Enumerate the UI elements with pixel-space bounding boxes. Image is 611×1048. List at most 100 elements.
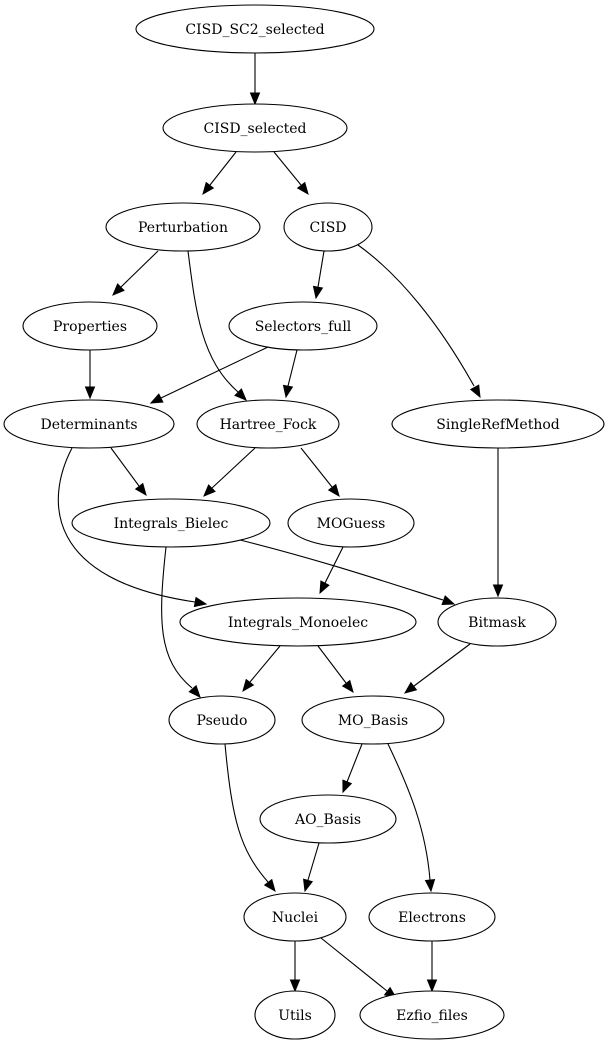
node-utils[interactable]: Utils xyxy=(254,990,336,1040)
node-label-electrons: Electrons xyxy=(398,910,466,926)
node-label-integrals-bielec: Integrals_Bielec xyxy=(114,516,229,532)
edge-line xyxy=(110,447,140,487)
edge-line xyxy=(307,842,320,881)
edge-integrals-bielec-to-bitmask xyxy=(239,539,456,606)
edge-line xyxy=(211,447,256,489)
arrowhead xyxy=(469,384,481,399)
edge-line xyxy=(224,743,269,883)
arrowhead xyxy=(112,283,125,296)
node-cisd-selected[interactable]: CISD_selected xyxy=(162,103,348,153)
edge-singlerefmethod-to-bitmask xyxy=(492,448,504,598)
edge-moguess-to-integrals-monoelec xyxy=(319,546,344,595)
edge-nuclei-to-utils xyxy=(289,941,301,993)
edge-line xyxy=(346,743,363,783)
edge-cisd-sc2-selected-to-cisd-selected xyxy=(249,53,261,106)
edge-line xyxy=(120,250,159,288)
edge-line xyxy=(413,643,471,687)
edge-hartree-fock-to-moguess xyxy=(300,447,340,498)
node-pseudo[interactable]: Pseudo xyxy=(168,695,276,745)
edge-line xyxy=(239,539,444,601)
edge-cisd-selected-to-perturbation xyxy=(202,151,237,196)
edge-selectors-full-to-hartree-fock xyxy=(282,349,298,399)
node-label-moguess: MOGuess xyxy=(317,516,386,532)
edge-mo-basis-to-ao-basis xyxy=(342,743,363,794)
node-singlerefmethod[interactable]: SingleRefMethod xyxy=(391,399,605,449)
node-determinants[interactable]: Determinants xyxy=(3,399,175,449)
node-label-nuclei: Nuclei xyxy=(272,910,319,926)
edge-nuclei-to-ezfio-files xyxy=(320,937,398,999)
edge-line xyxy=(249,645,281,683)
node-cisd-sc2-selected[interactable]: CISD_SC2_selected xyxy=(135,4,375,54)
arrowhead xyxy=(203,484,216,497)
arrowhead xyxy=(296,181,309,196)
arrowhead xyxy=(403,681,418,694)
edge-bitmask-to-mo-basis xyxy=(403,643,471,694)
node-nuclei[interactable]: Nuclei xyxy=(243,892,347,942)
node-label-pseudo: Pseudo xyxy=(197,713,248,729)
arrowhead xyxy=(289,979,301,993)
arrowhead xyxy=(441,595,456,606)
node-cisd[interactable]: CISD xyxy=(283,202,373,252)
arrowhead xyxy=(319,580,330,595)
arrowhead xyxy=(242,678,255,693)
arrowhead xyxy=(234,388,247,401)
edge-integrals-monoelec-to-pseudo xyxy=(242,645,281,693)
edge-determinants-to-integrals-monoelec xyxy=(57,447,208,608)
edge-cisd-to-singlerefmethod xyxy=(357,244,481,399)
arrowhead xyxy=(492,584,504,598)
edge-line xyxy=(287,349,298,387)
node-hartree-fock[interactable]: Hartree_Fock xyxy=(196,399,340,449)
arrowhead xyxy=(263,878,276,893)
node-electrons[interactable]: Electrons xyxy=(368,892,496,942)
edge-line xyxy=(387,743,431,881)
arrowhead xyxy=(202,181,215,196)
node-integrals-bielec[interactable]: Integrals_Bielec xyxy=(71,498,271,548)
arrowhead xyxy=(249,92,261,106)
arrowhead xyxy=(84,386,96,400)
edge-cisd-selected-to-cisd xyxy=(273,151,309,196)
node-label-ezfio-files: Ezfio_files xyxy=(396,1008,468,1024)
edge-mo-basis-to-electrons xyxy=(387,743,436,893)
node-ezfio-files[interactable]: Ezfio_files xyxy=(359,990,505,1040)
arrowhead xyxy=(282,384,294,399)
node-ao-basis[interactable]: AO_Basis xyxy=(259,794,397,844)
edge-perturbation-to-hartree-fock xyxy=(187,250,247,401)
edge-line xyxy=(160,346,269,399)
edge-line xyxy=(320,937,388,992)
arrowhead xyxy=(193,596,208,608)
edge-line xyxy=(187,250,239,393)
node-bitmask[interactable]: Bitmask xyxy=(437,597,557,647)
edge-line xyxy=(57,447,196,603)
node-label-utils: Utils xyxy=(278,1008,312,1024)
edge-ao-basis-to-nuclei xyxy=(303,842,320,893)
node-properties[interactable]: Properties xyxy=(22,301,158,351)
node-selectors-full[interactable]: Selectors_full xyxy=(228,301,378,351)
edge-line xyxy=(161,546,193,689)
node-label-bitmask: Bitmask xyxy=(468,615,526,631)
edges-layer xyxy=(57,53,504,999)
edge-line xyxy=(273,151,302,186)
node-label-determinants: Determinants xyxy=(40,417,137,433)
node-moguess[interactable]: MOGuess xyxy=(287,498,415,548)
arrowhead xyxy=(303,878,314,893)
node-perturbation[interactable]: Perturbation xyxy=(105,202,261,252)
node-label-ao-basis: AO_Basis xyxy=(294,812,361,828)
edge-hartree-fock-to-integrals-bielec xyxy=(203,447,256,497)
edge-line xyxy=(209,151,237,186)
node-mo-basis[interactable]: MO_Basis xyxy=(301,695,445,745)
arrowhead xyxy=(424,879,436,893)
edge-properties-to-determinants xyxy=(84,350,96,400)
node-label-cisd: CISD xyxy=(309,220,346,236)
edge-line xyxy=(300,447,333,488)
node-integrals-monoelec[interactable]: Integrals_Monoelec xyxy=(179,597,417,647)
node-label-hartree-fock: Hartree_Fock xyxy=(220,417,317,433)
arrowhead xyxy=(327,483,340,498)
arrowhead xyxy=(188,684,201,698)
node-label-mo-basis: MO_Basis xyxy=(338,713,408,729)
edge-integrals-monoelec-to-mo-basis xyxy=(317,645,354,694)
edge-line xyxy=(317,645,347,684)
edge-line xyxy=(357,244,475,387)
node-label-integrals-monoelec: Integrals_Monoelec xyxy=(228,615,368,631)
arrowhead xyxy=(149,393,164,404)
